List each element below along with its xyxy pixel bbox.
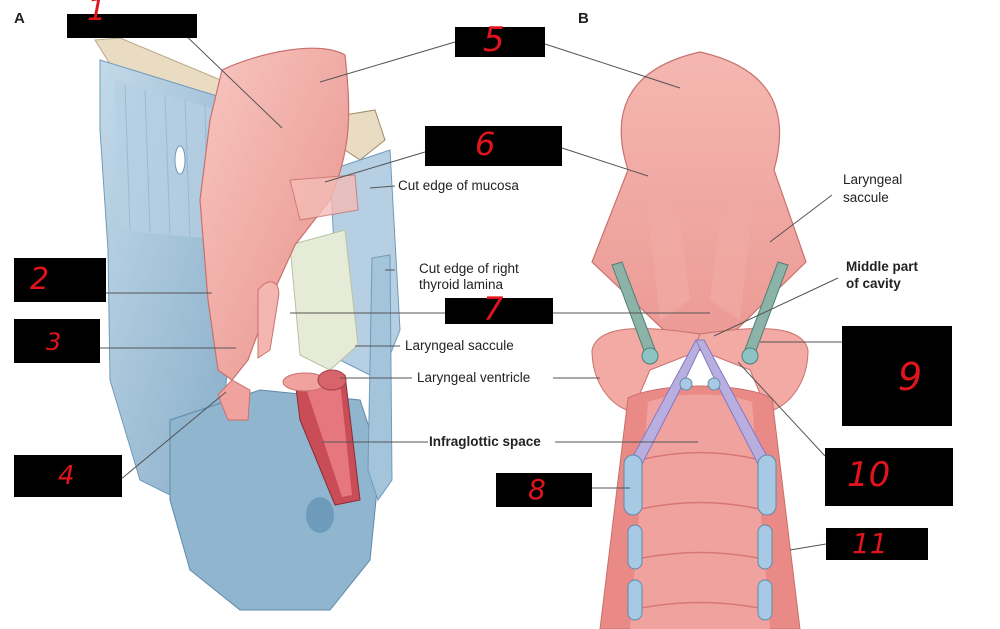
label-laryngeal-saccule-b-line1: Laryngeal bbox=[843, 172, 903, 187]
answer-mark-10: 10 bbox=[847, 455, 891, 495]
label-cut-edge-mucosa: Cut edge of mucosa bbox=[398, 178, 519, 193]
panel-label-b: B bbox=[578, 10, 589, 27]
answer-mark-11: 11 bbox=[852, 527, 888, 560]
answer-box-6: 6 bbox=[425, 126, 562, 166]
answer-mark-3: 3 bbox=[46, 328, 62, 356]
answer-box-2: 2 bbox=[14, 258, 106, 302]
label-infraglottic-space: Infraglottic space bbox=[429, 434, 541, 449]
label-middle-part-line2: of cavity bbox=[846, 276, 901, 291]
answer-mark-8: 8 bbox=[528, 473, 546, 506]
panel-b-drawing bbox=[591, 51, 809, 629]
answer-box-5: 5 bbox=[455, 20, 545, 60]
label-cut-edge-thyroid-line1: Cut edge of right bbox=[419, 261, 519, 276]
answer-mark-9: 9 bbox=[898, 355, 923, 399]
answer-box-7: 7 bbox=[445, 293, 553, 325]
label-laryngeal-saccule-a: Laryngeal saccule bbox=[405, 338, 514, 353]
answer-box-9: 9 bbox=[842, 326, 952, 426]
answer-box-8: 8 bbox=[496, 473, 592, 507]
label-middle-part-line1: Middle part bbox=[846, 259, 919, 274]
panel-label-a: A bbox=[14, 10, 25, 27]
answer-mark-7: 7 bbox=[483, 290, 504, 328]
answer-box-4: 4 bbox=[14, 455, 122, 497]
answer-mark-2: 2 bbox=[30, 262, 50, 297]
answer-mark-5: 5 bbox=[483, 20, 505, 60]
answer-mark-6: 6 bbox=[475, 125, 496, 163]
panel-a-drawing bbox=[94, 37, 401, 611]
leader-lines bbox=[100, 29, 842, 551]
answer-mark-1: 1 bbox=[87, 0, 107, 28]
label-cut-edge-thyroid-line2: thyroid lamina bbox=[419, 277, 504, 292]
answer-box-1: 1 bbox=[67, 0, 197, 38]
label-laryngeal-ventricle: Laryngeal ventricle bbox=[417, 370, 531, 385]
answer-box-11: 11 bbox=[826, 528, 928, 560]
label-laryngeal-saccule-b-line2: saccule bbox=[843, 190, 889, 205]
answer-box-3: 3 bbox=[14, 319, 100, 363]
answer-mark-4: 4 bbox=[58, 461, 75, 491]
answer-box-10: 10 bbox=[825, 448, 953, 506]
